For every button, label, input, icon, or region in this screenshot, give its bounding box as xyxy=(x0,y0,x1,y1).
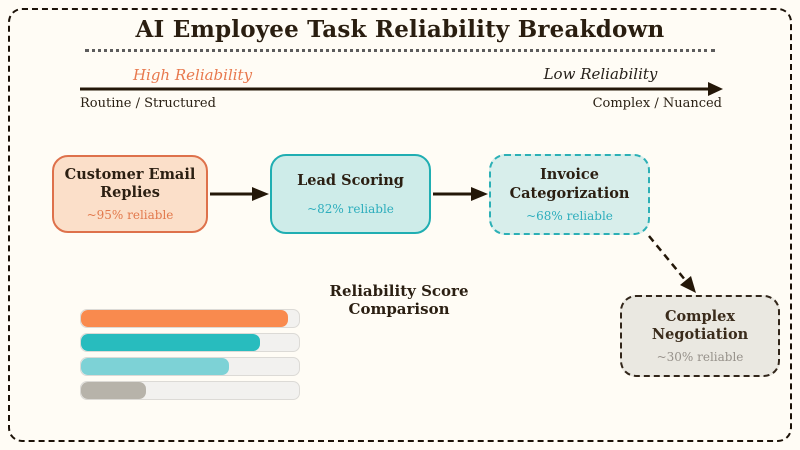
bar-track xyxy=(80,357,300,376)
flow-node-title: Invoice Categorization xyxy=(509,166,630,202)
bar-fill xyxy=(81,382,147,399)
flow-node-lead-scoring: Lead Scoring ~82% reliable xyxy=(270,154,431,234)
flow-node-complex-negotiation: Complex Negotiation ~30% reliable xyxy=(620,295,780,377)
spectrum-arrow-icon xyxy=(80,82,723,96)
flow-arrow-lead-to-invoice-icon xyxy=(433,187,488,201)
page-title: AI Employee Task Reliability Breakdown xyxy=(135,16,665,43)
flow-node-invoice-categorization: Invoice Categorization ~68% reliable xyxy=(489,154,650,235)
flow-node-title: Complex Negotiation xyxy=(651,307,749,343)
chart-title: Reliability Score Comparison xyxy=(329,282,469,318)
bar-fill xyxy=(81,358,230,375)
title-divider xyxy=(85,49,715,52)
bar-fill xyxy=(81,310,289,327)
bar-list xyxy=(80,309,300,405)
bar-track xyxy=(80,309,300,328)
flow-node-reliability: ~68% reliable xyxy=(526,208,613,223)
flow-node-reliability: ~95% reliable xyxy=(86,208,174,223)
flow-node-title: Customer Email Replies xyxy=(64,165,196,201)
flow-node-customer-email-replies: Customer Email Replies ~95% reliable xyxy=(52,155,208,233)
flow-node-title: Lead Scoring xyxy=(297,171,404,189)
spectrum-right-sublabel: Complex / Nuanced xyxy=(592,96,722,111)
bar-track xyxy=(80,381,300,400)
flow-node-reliability: ~82% reliable xyxy=(307,202,394,217)
flow-node-reliability: ~30% reliable xyxy=(656,350,744,365)
spectrum-left-sublabel: Routine / Structured xyxy=(80,96,216,111)
flow-arrow-invoice-to-negotiation-icon xyxy=(648,235,696,293)
bar-track xyxy=(80,333,300,352)
flow-arrow-email-to-lead-icon xyxy=(210,187,269,201)
bar-fill xyxy=(81,334,260,351)
spectrum-high-label: High Reliability xyxy=(132,66,253,84)
spectrum-low-label: Low Reliability xyxy=(543,65,658,83)
